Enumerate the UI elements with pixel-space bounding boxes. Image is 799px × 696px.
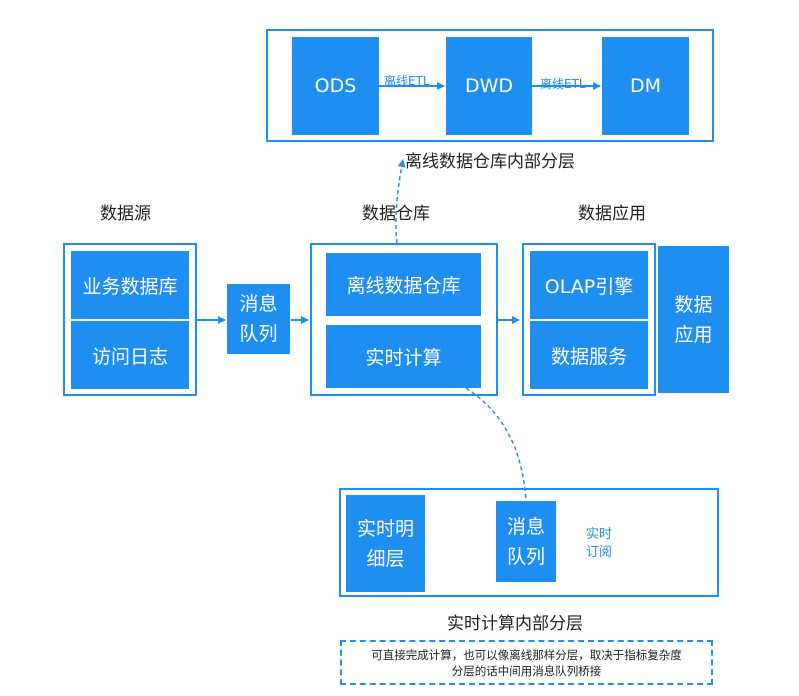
- etl-label-1: 离线ETL: [384, 74, 430, 88]
- bottom-queue-line1: 消息: [506, 515, 545, 538]
- warehouse-frame: [310, 243, 498, 396]
- olap-engine-block: OLAP引擎: [530, 251, 648, 319]
- bottom-queue-block: 消息 队列: [496, 501, 556, 582]
- offline-layer-caption: 离线数据仓库内部分层: [405, 152, 575, 172]
- message-queue-line1: 消息: [239, 293, 278, 315]
- realtime-compute-block: 实时计算: [326, 325, 481, 388]
- source-frame: [63, 243, 197, 396]
- dm-block: DM: [602, 37, 689, 135]
- dwd-block: DWD: [446, 37, 532, 135]
- ods-block: ODS: [292, 37, 379, 135]
- realtime-detail-block: 实时明 细层: [346, 495, 425, 592]
- subscribe-line1: 实时: [586, 527, 613, 542]
- offline-layer-frame: [266, 29, 714, 142]
- app-frame: [522, 243, 656, 396]
- etl-label-2: 离线ETL: [540, 77, 586, 91]
- subscribe-line2: 订阅: [586, 545, 613, 560]
- source-business-db: 业务数据库: [71, 251, 189, 319]
- app-side-line2: 应用: [674, 323, 713, 346]
- realtime-detail-line2: 细层: [366, 547, 405, 570]
- offline-warehouse-block: 离线数据仓库: [326, 253, 481, 316]
- message-queue-block: 消息 队列: [227, 284, 290, 354]
- note-box: 可直接完成计算，也可以像离线那样分层，取决于指标复杂度 分层的话中间用消息队列桥…: [340, 640, 713, 685]
- app-side-block: 数据 应用: [658, 246, 729, 393]
- source-heading: 数据源: [100, 204, 151, 224]
- realtime-layer-frame: [339, 488, 719, 597]
- data-service-block: 数据服务: [530, 321, 648, 389]
- realtime-subscribe-label: 实时 订阅: [586, 526, 612, 562]
- message-queue-line2: 队列: [239, 323, 278, 345]
- app-heading: 数据应用: [578, 204, 646, 224]
- note-line2: 分层的话中间用消息队列桥接: [451, 663, 602, 678]
- dashed-link-offline-top: [395, 159, 406, 244]
- source-access-log: 访问日志: [71, 321, 189, 389]
- dashed-link-realtime-bottom: [465, 387, 527, 501]
- realtime-detail-line1: 实时明: [356, 517, 414, 540]
- bottom-queue-line2: 队列: [506, 545, 545, 568]
- warehouse-heading: 数据仓库: [362, 204, 430, 224]
- app-side-line1: 数据: [674, 293, 713, 316]
- note-line1: 可直接完成计算，也可以像离线那样分层，取决于指标复杂度: [371, 647, 682, 662]
- realtime-layer-caption: 实时计算内部分层: [447, 614, 583, 634]
